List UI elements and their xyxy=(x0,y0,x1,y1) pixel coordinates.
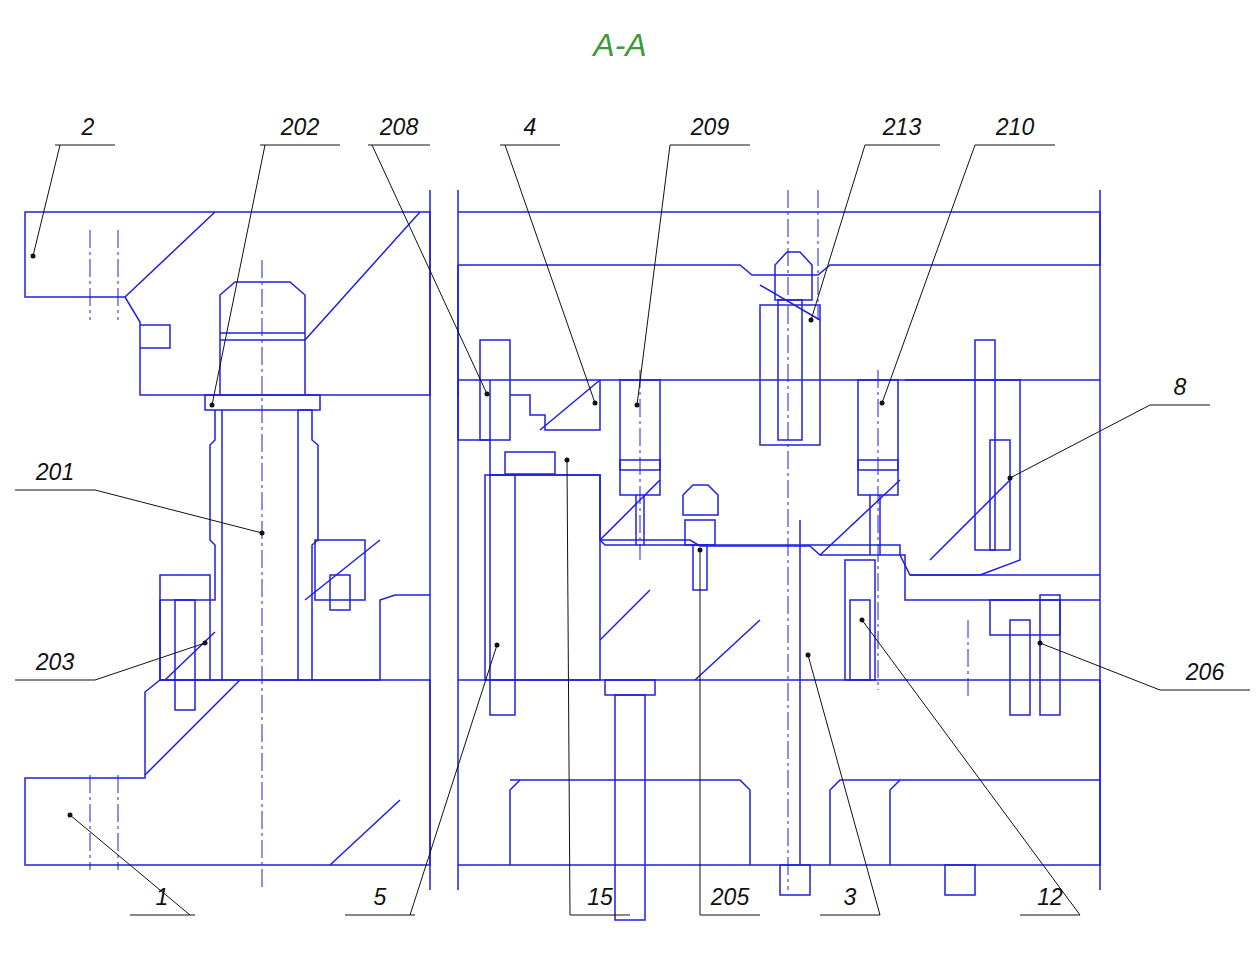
callout-number: 4 xyxy=(524,116,537,139)
callout-number: 8 xyxy=(1174,376,1187,399)
callout-number: 205 xyxy=(711,886,749,909)
callout-number: 203 xyxy=(36,651,74,674)
callout-number: 201 xyxy=(36,461,74,484)
section-title: A-A xyxy=(593,29,646,61)
callout-number: 15 xyxy=(587,886,613,909)
callout-number: 1 xyxy=(156,886,169,909)
callout-number: 209 xyxy=(691,116,729,139)
callout-number: 3 xyxy=(844,886,857,909)
callout-number: 12 xyxy=(1037,886,1063,909)
callout-number: 206 xyxy=(1186,661,1224,684)
callout-number: 213 xyxy=(883,116,921,139)
callout-number: 210 xyxy=(996,116,1034,139)
callout-number: 202 xyxy=(281,116,319,139)
leader-lines xyxy=(15,145,1250,915)
leader-dots xyxy=(31,254,1043,818)
callout-number: 5 xyxy=(374,886,387,909)
callout-number: 2 xyxy=(82,116,95,139)
callout-number: 208 xyxy=(380,116,418,139)
